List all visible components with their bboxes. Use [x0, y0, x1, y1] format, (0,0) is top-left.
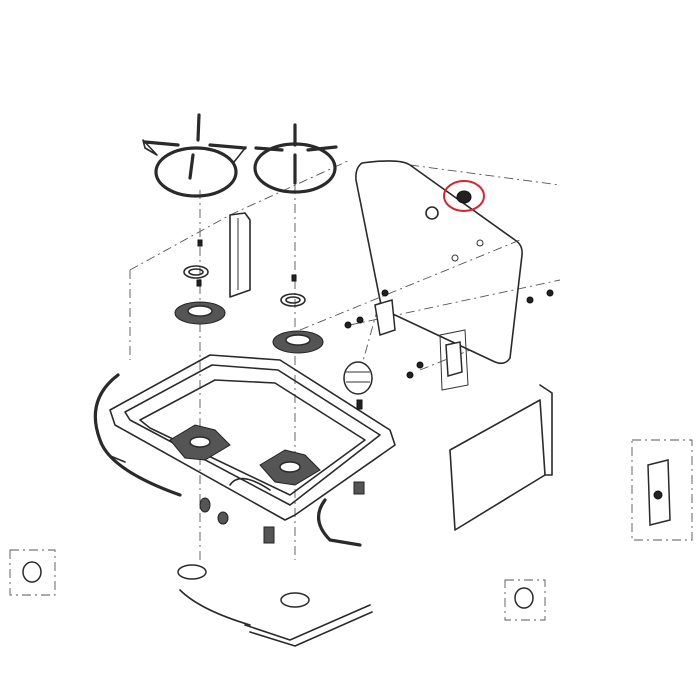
assembly-guide-lines	[129, 159, 561, 560]
highlight-circle	[443, 180, 485, 212]
pan-support-left	[142, 113, 247, 198]
mounting-bracket	[229, 212, 251, 298]
burner-base-left	[177, 564, 251, 626]
burner-head-left	[174, 301, 226, 325]
fittings	[196, 239, 365, 544]
spare-knob-left	[9, 549, 56, 596]
hinge-detail-inset	[631, 439, 693, 541]
pan-support-right	[253, 123, 338, 194]
burner-ring-right	[280, 293, 306, 307]
glass-lid	[355, 160, 523, 365]
hob-tray	[109, 354, 396, 521]
burner-ring-left	[183, 265, 209, 279]
hinge-right	[406, 289, 554, 391]
side-panel	[449, 384, 553, 531]
burner-base-right	[244, 592, 373, 647]
spare-knob-right	[504, 579, 546, 621]
control-knob	[343, 361, 373, 395]
burner-head-right	[272, 330, 324, 354]
gas-hose	[93, 373, 362, 547]
hinge-left	[344, 289, 396, 336]
